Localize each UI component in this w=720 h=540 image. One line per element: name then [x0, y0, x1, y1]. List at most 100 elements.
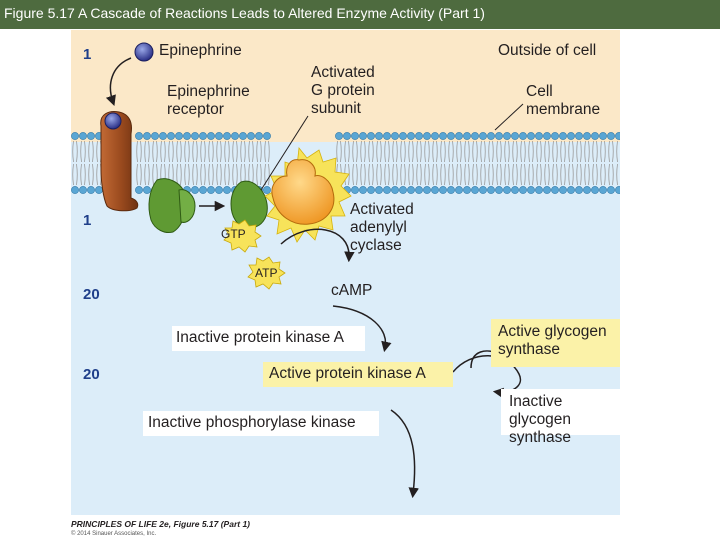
lipid-head: [359, 132, 367, 140]
membrane-label-line2: membrane: [526, 101, 601, 118]
lipid-tail: [400, 163, 406, 186]
lipid-tail: [432, 163, 438, 186]
active-protein-kinase-a-box: Active protein kinase A: [263, 362, 453, 387]
inactive-glycogen-synthase-line1: Inactive glycogen: [509, 393, 572, 428]
lipid-head: [463, 186, 471, 194]
lipid-tail: [80, 163, 86, 186]
lipid-head: [591, 132, 599, 140]
lipid-head: [567, 186, 575, 194]
lipid-head: [479, 186, 487, 194]
lipid-head: [567, 132, 575, 140]
membrane-leader-line: [494, 103, 524, 131]
lipid-tail: [400, 140, 406, 163]
lipid-head: [479, 132, 487, 140]
lipid-tail: [488, 140, 494, 163]
lipid-head: [439, 186, 447, 194]
lipid-head: [175, 132, 183, 140]
lipid-tail: [592, 140, 598, 163]
lipid-tail: [152, 140, 158, 163]
lipid-tail: [600, 140, 606, 163]
camp-label: cAMP: [331, 282, 373, 299]
lipid-tail: [504, 163, 510, 186]
lipid-tail: [544, 140, 550, 163]
lipid-head: [407, 132, 415, 140]
step-number-4: 20: [83, 366, 100, 383]
lipid-head: [599, 132, 607, 140]
lipid-tail: [424, 163, 430, 186]
lipid-tail: [536, 140, 542, 163]
lipid-head: [607, 132, 615, 140]
lipid-head: [559, 132, 567, 140]
lipid-head: [455, 132, 463, 140]
lipid-head: [455, 186, 463, 194]
epinephrine-molecule: [134, 42, 154, 62]
lipid-head: [575, 132, 583, 140]
lipid-tail: [616, 163, 618, 186]
lipid-head: [263, 186, 271, 194]
lipid-tail: [568, 163, 574, 186]
cyclase-to-camp-arrow: [280, 228, 355, 263]
lipid-tail: [168, 140, 174, 163]
lipid-head: [359, 186, 367, 194]
lipid-tail: [360, 140, 366, 163]
lipid-tail: [424, 140, 430, 163]
lipid-head: [223, 186, 231, 194]
inactive-protein-kinase-a-box: Inactive protein kinase A: [172, 326, 365, 351]
extracellular-space: [71, 30, 620, 142]
lipid-head: [223, 132, 231, 140]
lipid-tail: [88, 140, 94, 163]
lipid-tail: [552, 140, 558, 163]
lipid-tail: [432, 140, 438, 163]
inactive-glycogen-synthase-box: Inactive glycogen synthase: [501, 389, 620, 446]
lipid-head: [495, 132, 503, 140]
lipid-head: [463, 132, 471, 140]
lipid-tail: [384, 163, 390, 186]
lipid-tail: [208, 140, 214, 163]
lipid-head: [495, 186, 503, 194]
lipid-head: [143, 132, 151, 140]
lipid-tail: [224, 140, 230, 163]
lipid-tail: [200, 140, 206, 163]
lipid-tail: [568, 140, 574, 163]
lipid-tail: [144, 140, 150, 163]
lipid-head: [95, 186, 103, 194]
lipid-head: [79, 132, 87, 140]
step-number-2: 1: [83, 212, 92, 229]
lipid-tail: [160, 140, 166, 163]
lipid-head: [263, 132, 271, 140]
lipid-tail: [384, 140, 390, 163]
lipid-head: [351, 132, 359, 140]
lipid-head: [615, 186, 620, 194]
lipid-head: [583, 132, 591, 140]
lipid-tail: [608, 163, 614, 186]
lipid-head: [159, 132, 167, 140]
lipid-head: [471, 186, 479, 194]
lipid-tail: [592, 163, 598, 186]
lipid-tail: [392, 163, 398, 186]
inactive-phosphorylase-kinase-box: Inactive phosphorylase kinase: [143, 411, 379, 436]
lipid-head: [487, 132, 495, 140]
cyclase-label-line2: adenylyl: [350, 219, 407, 236]
figure-panel: 1 1 20 20 Epinephrine Outside of cell Ep…: [71, 30, 620, 515]
lipid-tail: [576, 140, 582, 163]
lipid-tail: [496, 140, 502, 163]
lipid-head: [583, 186, 591, 194]
lipid-tail: [352, 140, 358, 163]
gtp-burst: [223, 219, 262, 253]
lipid-head: [591, 186, 599, 194]
lipid-head: [615, 132, 620, 140]
lipid-head: [599, 186, 607, 194]
g-subunit-label-line3: subunit: [311, 100, 361, 117]
lipid-tail: [408, 140, 414, 163]
inactive-glycogen-synthase-line2: synthase: [509, 429, 572, 446]
active-protein-kinase-a-label: Active protein kinase A: [269, 365, 426, 382]
cyclase-label-line3: cyclase: [350, 237, 402, 254]
lipid-tail: [528, 140, 534, 163]
lipid-head: [607, 186, 615, 194]
lipid-head: [447, 132, 455, 140]
lipid-tail: [136, 163, 142, 186]
lipid-head: [231, 132, 239, 140]
lipid-tail: [472, 140, 478, 163]
phosphorylase-kinase-arrow: [390, 409, 419, 499]
lipid-tail: [232, 163, 238, 186]
